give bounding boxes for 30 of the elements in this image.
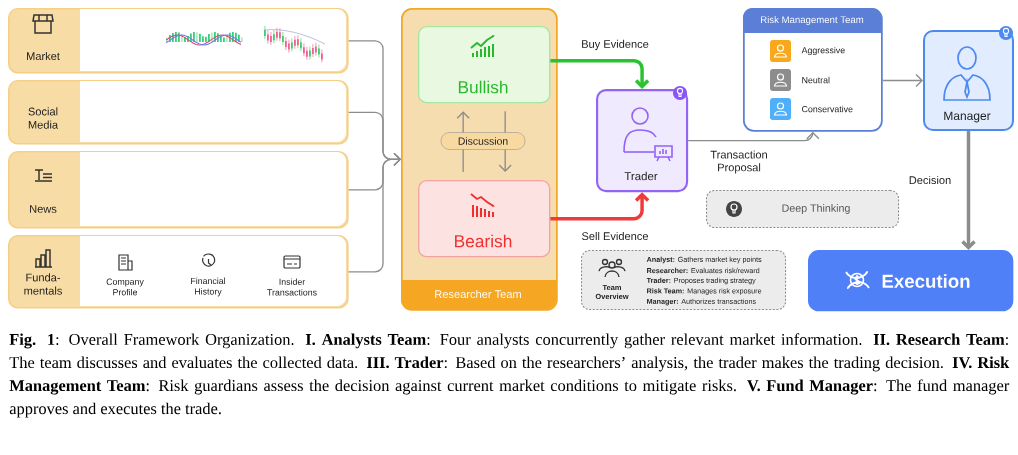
edge-label: Discussion — [440, 132, 526, 150]
box-label: Trader — [624, 171, 658, 181]
item-label: Conservative — [802, 105, 853, 113]
arrow — [550, 192, 650, 221]
item-label: Risk Management Team — [761, 16, 864, 25]
item-label: Neutral — [802, 76, 830, 84]
box-label: Execution — [882, 274, 970, 288]
panel-title: Researcher Team — [435, 289, 521, 299]
arrow — [961, 131, 976, 250]
arrow — [882, 73, 923, 88]
edge-label: Transaction Proposal — [702, 149, 776, 175]
arrow — [687, 131, 820, 142]
item-label: Aggressive — [801, 46, 845, 56]
box-label: Bearish — [455, 234, 512, 248]
arrow — [347, 152, 401, 273]
category-label: Social Media — [28, 107, 59, 129]
edge-label: Sell Evidence — [580, 230, 650, 242]
category-label: Market — [27, 51, 60, 61]
category-label: Company Profile — [106, 278, 144, 296]
category-label: Insider Transactions — [267, 278, 317, 296]
edge-label: Buy Evidence — [579, 38, 651, 52]
note-text: Deep Thinking — [782, 204, 850, 214]
category-label: Funda- mentals — [24, 273, 62, 295]
category-label: News — [30, 205, 57, 213]
category-label: Financial History — [191, 277, 225, 297]
arrow — [550, 58, 650, 89]
box-label: Manager — [944, 111, 991, 123]
box-label: Bullish — [458, 80, 508, 94]
edge-label: Decision — [907, 174, 953, 186]
caption: Fig. 1: Overall Framework Organization. I. Analysts Team: Four analysts concurrently gather relevant market information. II. Research Team: The team discusses and evaluates the collected data. III. Trader: Based on the researchers’ analysis, the trader makes the trading decision. IV. Risk Management Team: Risk guardians assess the decision against current market conditions to mitigate risks. V. Fund Manager: The fund manager approves and executes the trade. — [9, 333, 1010, 418]
